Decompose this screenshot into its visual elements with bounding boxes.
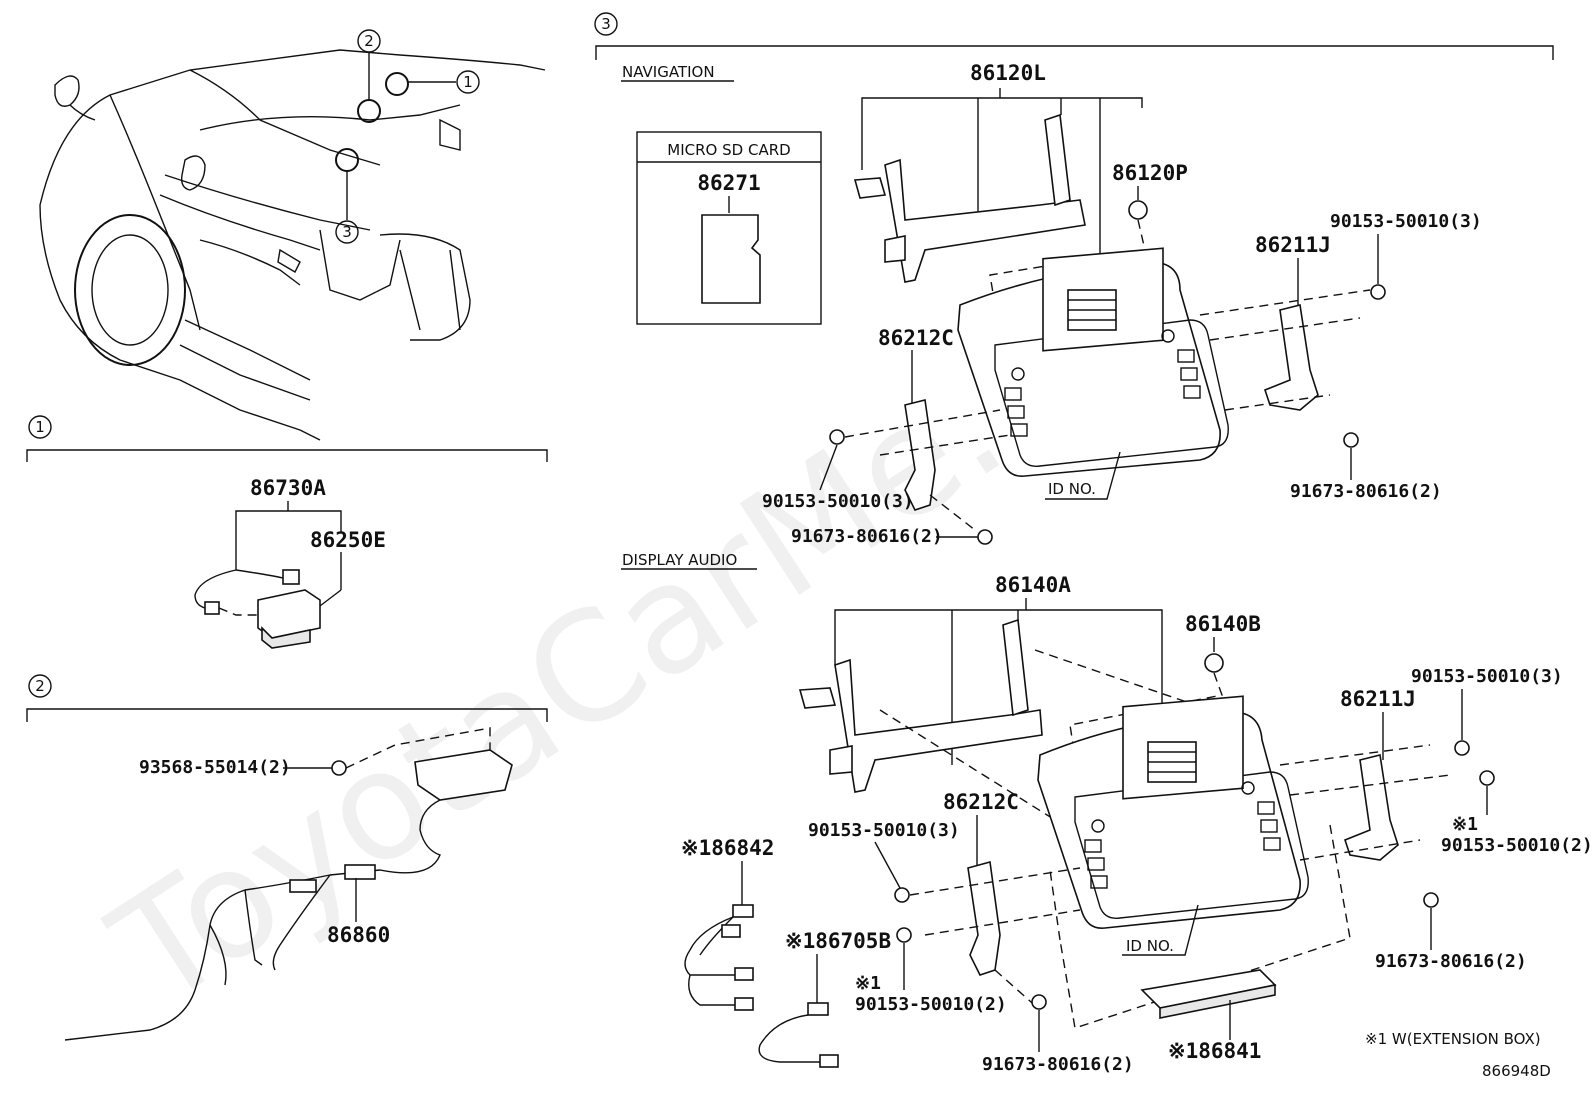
part-91673-80616-nav-right: 91673-80616(2) [1290, 481, 1442, 502]
display-audio-heading: DISPLAY AUDIO [622, 551, 737, 569]
section-3-number: 3 [601, 15, 611, 33]
part-91673-80616-display-right: 91673-80616(2) [1375, 951, 1527, 972]
part-86212C-display-audio: 86212C [943, 790, 1019, 814]
part-86212C-navigation: 86212C [878, 326, 954, 350]
part-86842: ※186842 [681, 836, 774, 860]
note-90153-50010-left: ※1 [855, 973, 881, 994]
part-86211J-navigation: 86211J [1255, 233, 1331, 257]
section-1: 1 86730A 86250E [26, 415, 548, 649]
display-audio-id-no-label: ID NO. [1126, 937, 1174, 955]
callout-3-label: 3 [342, 223, 352, 241]
part-86140B: 86140B [1185, 612, 1261, 636]
section-1-number: 1 [35, 418, 45, 436]
callout-1-label: 1 [463, 73, 473, 91]
micro-sd-card-label: MICRO SD CARD [667, 141, 790, 159]
part-86140A: 86140A [995, 573, 1071, 597]
part-86841: ※186841 [1168, 1039, 1261, 1063]
section-3: 3 NAVIGATION MICRO SD CARD 86271 86120L … [594, 12, 1592, 1080]
part-90153-50010-nav-left: 90153-50010(3) [762, 491, 914, 512]
part-93568-55014: 93568-55014(2) [139, 757, 291, 778]
callout-2-label: 2 [364, 32, 374, 50]
part-86860: 86860 [327, 923, 390, 947]
vehicle-overview: 1 2 3 [39, 29, 546, 441]
note-90153-50010-right: ※1 [1452, 814, 1478, 835]
part-90153-50010-nav-right: 90153-50010(3) [1330, 211, 1482, 232]
part-90153-50010-display-right-bottom: 90153-50010(2) [1441, 835, 1592, 856]
part-86211J-display-audio: 86211J [1340, 687, 1416, 711]
part-86271: 86271 [697, 171, 760, 195]
part-86120L: 86120L [970, 61, 1046, 85]
part-86250E: 86250E [310, 528, 386, 552]
part-86730A: 86730A [250, 476, 326, 500]
navigation-id-no-label: ID NO. [1048, 480, 1096, 498]
section-2-number: 2 [35, 677, 45, 695]
part-90153-50010-display-left: 90153-50010(3) [808, 820, 960, 841]
section-2: 2 93568-55014(2) 86860 [26, 674, 548, 1041]
diagram-code: 866948D [1482, 1062, 1551, 1080]
part-91673-80616-nav-bottom: 91673-80616(2) [791, 526, 943, 547]
part-90153-50010-display-left-bottom: 90153-50010(2) [855, 994, 1007, 1015]
micro-sd-card-icon [701, 214, 761, 304]
part-91673-80616-display-bottom: 91673-80616(2) [982, 1054, 1134, 1075]
navigation-heading: NAVIGATION [622, 63, 715, 81]
part-90153-50010-display-right-top: 90153-50010(3) [1411, 666, 1563, 687]
part-86705B: ※186705B [785, 929, 891, 953]
part-86120P: 86120P [1112, 161, 1188, 185]
extension-box-footnote: ※1 W(EXTENSION BOX) [1365, 1030, 1541, 1048]
